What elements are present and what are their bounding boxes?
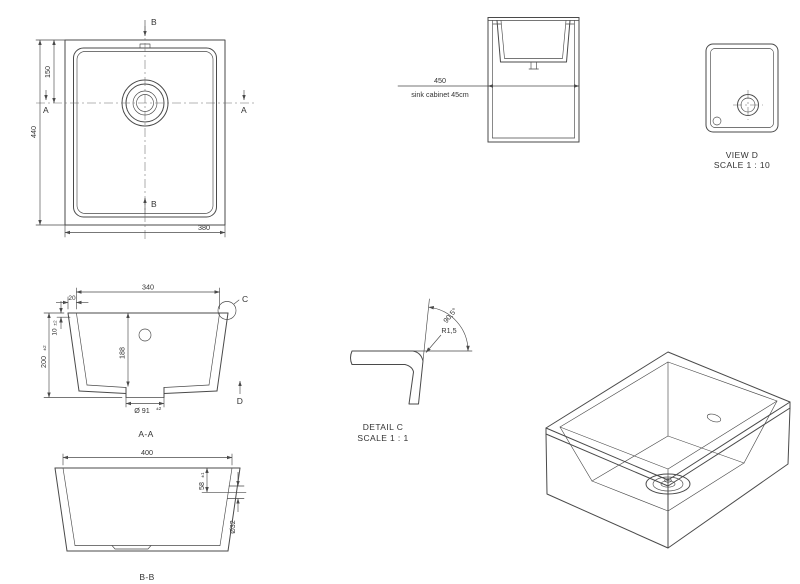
view-d: VIEW D SCALE 1 : 10 — [705, 43, 779, 170]
dim-32: Ø32 — [228, 520, 237, 534]
overflow-hole-isometric — [706, 413, 722, 423]
dim-radius: R1,5 — [441, 326, 456, 335]
drain-isometric — [645, 473, 691, 495]
dim-440: 440 — [29, 126, 38, 138]
section-a-label-right: A — [241, 105, 247, 115]
sink-bowl-inner-outline — [500, 20, 567, 59]
iso-rim-inner — [559, 361, 778, 470]
section-b-label-bottom: B — [151, 199, 157, 209]
dim-150: 150 — [43, 66, 52, 78]
dim-188: 188 — [118, 347, 127, 359]
detail-c-label: C — [242, 294, 249, 304]
drain-bottom-view — [733, 90, 763, 120]
dim-91: Ø 91 — [134, 406, 150, 415]
dim-20: 20 — [68, 295, 76, 302]
section-a-label-left: A — [43, 105, 49, 115]
cabinet-caption: sink cabinet 45cm — [411, 90, 469, 99]
detail-c-title: DETAIL C — [363, 422, 404, 432]
dim-10-tol: ±2 — [53, 320, 59, 326]
dim-91-tol: ±2 — [156, 406, 162, 412]
sink-bowl-outline — [496, 20, 571, 63]
dim-58: 58 — [197, 482, 206, 490]
section-b-label-top: B — [151, 17, 157, 27]
detail-c-view: 90,5° R1,5 DETAIL C SCALE 1 : 1 — [350, 298, 473, 443]
dim-200-tol: ±2 — [42, 345, 48, 351]
dim-340: 340 — [142, 283, 154, 292]
view-d-label: D — [237, 396, 244, 406]
radius-leader — [425, 334, 442, 353]
viewd-inner — [710, 48, 774, 128]
overflow-hole-bottom-view — [712, 116, 722, 126]
detail-c-circle — [217, 301, 237, 320]
dim-200: 200 — [39, 356, 48, 368]
dim-400: 400 — [141, 448, 153, 457]
section-a-a-caption: A-A — [138, 429, 153, 439]
plan-view: B B A A 440 150 380 — [29, 17, 254, 240]
detail-c-scale: SCALE 1 : 1 — [357, 433, 408, 443]
dim-380: 380 — [198, 223, 210, 232]
drain-stub — [528, 61, 539, 70]
iso-bowl-edges — [559, 361, 778, 512]
dim-angle: 90,5° — [441, 306, 459, 325]
dim-450: 450 — [434, 76, 446, 85]
isometric-view — [545, 351, 791, 549]
section-b-b: 400 58 ±1 Ø32 B-B — [54, 448, 247, 582]
cabinet-elevation: 450 sink cabinet 45cm — [397, 17, 580, 143]
view-d-scale: SCALE 1 : 10 — [714, 160, 770, 170]
overflow-hole-wall — [226, 485, 238, 499]
dim-58-tol: ±1 — [200, 472, 206, 478]
overflow-hole-section — [138, 328, 152, 342]
rim-section-material — [350, 350, 424, 405]
section-b-b-caption: B-B — [139, 572, 154, 582]
drain-recess — [111, 545, 152, 550]
viewd-outer — [705, 43, 779, 133]
section-a-a: 340 20 10 ±2 200 ±2 188 Ø 91 ±2 C D A-A — [39, 283, 249, 440]
dim-10: 10 — [52, 328, 59, 336]
view-d-title: VIEW D — [726, 150, 759, 160]
angle-dim-arc — [428, 305, 470, 352]
iso-bowl-bottom — [591, 435, 745, 512]
